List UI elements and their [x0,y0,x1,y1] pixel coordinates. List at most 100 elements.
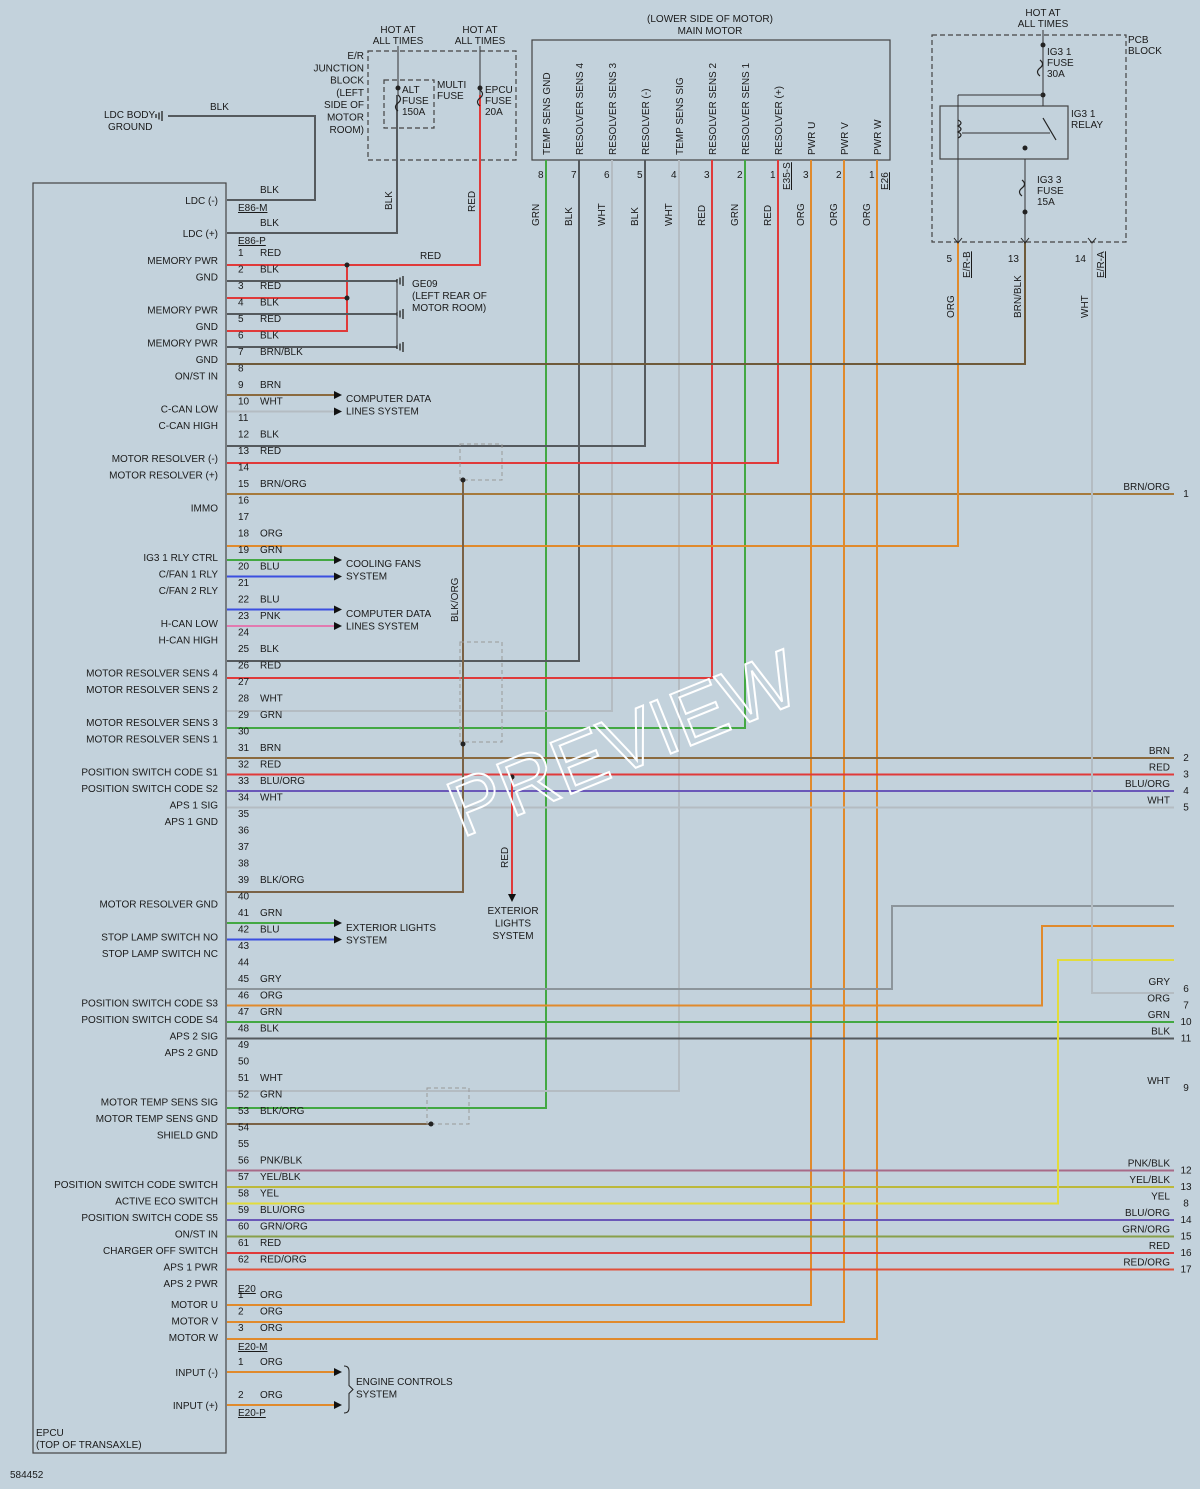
right-edge-wire-color: BRN/ORG [1123,482,1170,493]
e20m-pin-label: MOTOR U [171,1300,218,1311]
e20-pin-label: MOTOR RESOLVER SENS 2 [86,685,218,696]
ig33-fuse-label: 15A [1037,197,1055,208]
e20-pin-label: POSITION SWITCH CODE S5 [81,1213,218,1224]
junction-block-label: JUNCTION [313,63,364,74]
ig31-fuse-label: 30A [1047,69,1065,80]
e20-wire-color: BLK [260,331,279,342]
right-edge-number: 8 [1183,1199,1189,1210]
exterior-lights-dest: EXTERIOR [487,906,538,917]
e20-pin-label: MOTOR RESOLVER SENS 4 [86,669,218,680]
right-edge-wire-color: YEL [1151,1192,1170,1203]
e20-pin-number: 20 [238,562,250,573]
e20-pin-number: 43 [238,941,250,952]
e20-wire-color: YEL/BLK [260,1172,301,1183]
e20-wire-color: BLU/ORG [260,776,305,787]
epcu-title: EPCU [36,1428,64,1439]
e20-pin-label: POSITION SWITCH CODE S2 [81,784,218,795]
motor-pin-name: RESOLVER SENS 4 [575,62,586,155]
right-edge-number: 16 [1180,1248,1192,1259]
pcb-wire-color: WHT [1080,295,1091,318]
ig31-fuse-label: FUSE [1047,58,1074,69]
junction-block-label: MOTOR [327,113,364,124]
motor-pin-number: 2 [836,170,842,181]
e20-pin-label: MOTOR TEMP SENS GND [96,1114,218,1125]
motor-pin-number: 7 [571,170,577,181]
pcb-block-label: BLOCK [1128,46,1162,57]
e20-pin-number: 42 [238,925,250,936]
ldc-body-ground-label: GROUND [108,122,152,133]
e20-pin-label: MEMORY PWR [147,306,218,317]
splice-dot [477,85,483,91]
alt-fuse-label: ALT [402,85,420,96]
e20-pin-label: GND [196,322,218,333]
e20m-wire-color: ORG [260,1307,283,1318]
wire-resolver-sens-1 [227,160,746,729]
e20-pin-label: STOP LAMP SWITCH NO [101,933,218,944]
blk-org-vertical-label: BLK/ORG [450,577,461,622]
e20-pin-label: ON/ST IN [175,1230,218,1241]
e20-pin-label: POSITION SWITCH CODE SWITCH [54,1180,218,1191]
e20-pin-number: 27 [238,677,250,688]
exterior-lights-dest: LIGHTS [495,919,531,930]
e20-pin-number: 15 [238,479,250,490]
motor-pin-name: RESOLVER SENS 1 [741,62,752,155]
e20-pin-label: SHIELD GND [157,1131,218,1142]
e20-pin-label: MOTOR RESOLVER (-) [112,454,218,465]
right-edge-number: 10 [1180,1017,1192,1028]
e20p-connector-id: E20-P [238,1408,266,1419]
wire-pwr-u [227,160,812,1306]
e20-pin-label: C-CAN LOW [161,405,219,416]
e20-wire-color: ORG [260,529,283,540]
motor-wire-color: RED [763,205,774,226]
e20-pin-label: C/FAN 1 RLY [159,570,219,581]
e20-wire-color: WHT [260,397,283,408]
e20-pin-number: 9 [238,380,244,391]
e20-pin-label: MOTOR RESOLVER GND [99,900,218,911]
splice-dot [344,262,350,268]
e20p-pin-number: 2 [238,1390,244,1401]
e20-pin-number: 29 [238,710,250,721]
e20-pin-number: 44 [238,958,250,969]
e20-pin-number: 25 [238,644,250,655]
pcb-connector-id: E/R-A [1096,251,1107,278]
dest-engine-controls: ENGINE CONTROLS [356,1377,453,1388]
e20-wire-color: ORG [260,991,283,1002]
dest-exterior-lights: SYSTEM [346,936,387,947]
e20-connector-id: E20 [238,1284,256,1295]
pcb-pin-number: 5 [946,254,952,265]
pcb-block-label: PCB [1128,35,1149,46]
e20m-wire-color: ORG [260,1323,283,1334]
epcu-fuse-wire-label: RED [420,251,441,262]
wire-ig31-rly-ctrl [227,242,959,547]
e20-pin-label: H-CAN LOW [161,619,219,630]
right-edge-number: 3 [1183,770,1189,781]
watermark: PREVIEW [435,633,811,854]
ground-icon [396,342,404,352]
e20-wire-color: BLK [260,265,279,276]
e20-wire-color: WHT [260,793,283,804]
motor-pin-name: RESOLVER SENS 2 [708,62,719,155]
alt-fuse-box [383,79,435,129]
right-edge-wire-color: RED/ORG [1123,1258,1170,1269]
splice-dot [344,295,350,301]
e20-pin-number: 21 [238,578,250,589]
e20-wire-color: BRN/BLK [260,347,303,358]
e20-wire-color: RED [260,281,281,292]
epcu-subtitle: (TOP OF TRANSAXLE) [36,1440,142,1451]
e20m-pin-label: MOTOR V [172,1317,219,1328]
e20-wire-color: GRN [260,545,282,556]
alt-fuse-label: 150A [402,107,426,118]
e20-pin-number: 35 [238,809,250,820]
wire-position-s3 [227,905,1174,990]
right-edge-number: 5 [1183,803,1189,814]
e20-pin-label: IMMO [191,504,218,515]
e20-pin-label: GND [196,273,218,284]
right-edge-number: 6 [1183,984,1189,995]
e20-wire-color: BLU [260,595,279,606]
e20-pin-number: 52 [238,1090,250,1101]
right-edge-wire-color: BLK [1151,1027,1170,1038]
e20-pin-number: 2 [238,265,244,276]
hot-label: HOT AT [462,25,497,36]
e20-wire-color: BLK [260,430,279,441]
